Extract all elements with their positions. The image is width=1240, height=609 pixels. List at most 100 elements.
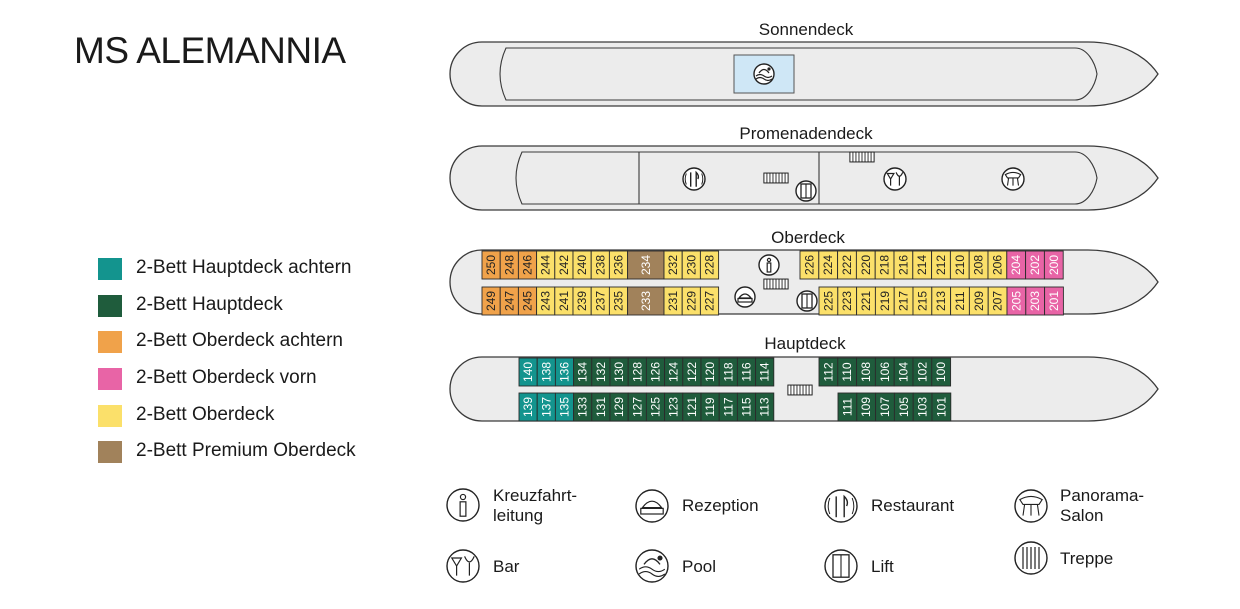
cabin-number: 105	[897, 397, 911, 417]
cabin-201	[1044, 286, 1064, 316]
cabin-101	[931, 392, 952, 422]
cabin-number: 138	[539, 362, 553, 382]
cabin-number: 115	[740, 397, 754, 416]
cabin-number: 113	[758, 397, 772, 416]
cabin-number: 124	[667, 362, 681, 382]
waves	[755, 73, 773, 82]
cabin-113	[755, 392, 775, 422]
info-dot	[459, 493, 467, 501]
cabin-200	[1043, 250, 1064, 280]
cabin-number: 226	[802, 255, 816, 275]
cabin-228	[699, 250, 720, 280]
restaurant-icon	[824, 489, 858, 523]
cabin-number: 232	[666, 255, 680, 275]
knife	[695, 170, 700, 187]
glass-right	[464, 556, 475, 576]
knife	[843, 494, 849, 518]
cabin-100	[931, 357, 952, 387]
legend-swatch	[98, 368, 122, 391]
cabin-number: 139	[521, 397, 535, 417]
cabin-number: 206	[990, 255, 1004, 275]
plate	[684, 173, 704, 185]
legend-swatch	[98, 404, 122, 427]
cabin-number: 134	[576, 362, 590, 382]
cabin-number: 136	[558, 362, 572, 382]
legend-label: 2-Bett Hauptdeck achtern	[136, 257, 352, 278]
cabin-233	[627, 286, 665, 316]
cabin-number: 208	[972, 255, 986, 275]
swimmer	[758, 68, 770, 74]
waves	[638, 566, 666, 577]
stairs-icon	[763, 278, 789, 290]
cabin-number: 114	[758, 362, 772, 381]
cabin-number: 214	[915, 255, 929, 275]
cabin-number: 207	[991, 291, 1005, 311]
pool-icon	[753, 63, 775, 85]
cabin-number: 231	[666, 291, 680, 311]
cabin-number: 221	[859, 291, 873, 311]
icon-circle	[446, 488, 480, 522]
key-label: Pool	[682, 557, 717, 576]
table-top	[1019, 495, 1043, 505]
cabin-number: 215	[915, 291, 929, 311]
legend-label: 2-Bett Premium Oberdeck	[136, 440, 356, 462]
cabin-number: 237	[593, 291, 607, 311]
cabin-number: 140	[521, 362, 535, 382]
table-legs	[1006, 177, 1020, 186]
swimmer	[643, 558, 661, 565]
info-bar	[459, 501, 467, 517]
cabin-114	[755, 357, 775, 387]
key-label: Panorama- Salon	[1060, 486, 1145, 525]
cabin-number: 104	[897, 362, 911, 382]
key-label: Treppe	[1060, 549, 1114, 568]
icon-circle	[635, 489, 669, 523]
icon-circle	[883, 167, 907, 191]
cabin-number: 212	[934, 255, 948, 275]
cabin-number: 202	[1028, 255, 1042, 275]
cabin-number: 246	[521, 255, 535, 275]
cabin-227	[699, 286, 720, 316]
cabin-number: 238	[593, 255, 607, 275]
cabin-number: 248	[502, 255, 516, 275]
info-dot	[766, 257, 772, 263]
cabin-number: 131	[594, 397, 608, 417]
legend-label: 2-Bett Oberdeck vorn	[136, 367, 317, 389]
plate	[827, 497, 855, 515]
cabin-number: 244	[539, 255, 553, 275]
lift-icon	[796, 290, 818, 312]
cabin-number: 123	[667, 397, 681, 417]
cabin-number: 243	[539, 291, 553, 311]
cabin-number: 132	[594, 362, 608, 382]
cabin-number: 119	[703, 397, 717, 416]
bell-base	[640, 507, 664, 515]
legend-label: 2-Bett Oberdeck achtern	[136, 330, 343, 352]
cabin-number: 137	[539, 397, 553, 417]
cabin-number: 230	[684, 255, 698, 275]
restaurant-icon	[682, 167, 706, 191]
icon-circle	[753, 63, 775, 85]
icon-circle	[758, 254, 780, 276]
cabin-234	[627, 250, 665, 280]
lift-icon	[795, 180, 817, 202]
cabin-number: 224	[821, 255, 835, 275]
cabin-number: 103	[916, 397, 930, 417]
cabin-number: 127	[630, 397, 644, 417]
cabin-number: 209	[972, 291, 986, 311]
cabin-number: 116	[740, 362, 754, 381]
legend-swatch	[98, 294, 122, 317]
stairs-icon	[787, 384, 813, 396]
icon-circle	[635, 549, 669, 583]
cabin-number: 108	[859, 362, 873, 382]
bell-dome	[641, 500, 663, 509]
cabin-number: 205	[1009, 291, 1023, 311]
cabin-number: 229	[684, 291, 698, 311]
glass-left	[450, 557, 463, 576]
cabin-number: 110	[840, 362, 854, 381]
cabin-number: 239	[575, 291, 589, 311]
cabin-number: 100	[934, 362, 948, 382]
